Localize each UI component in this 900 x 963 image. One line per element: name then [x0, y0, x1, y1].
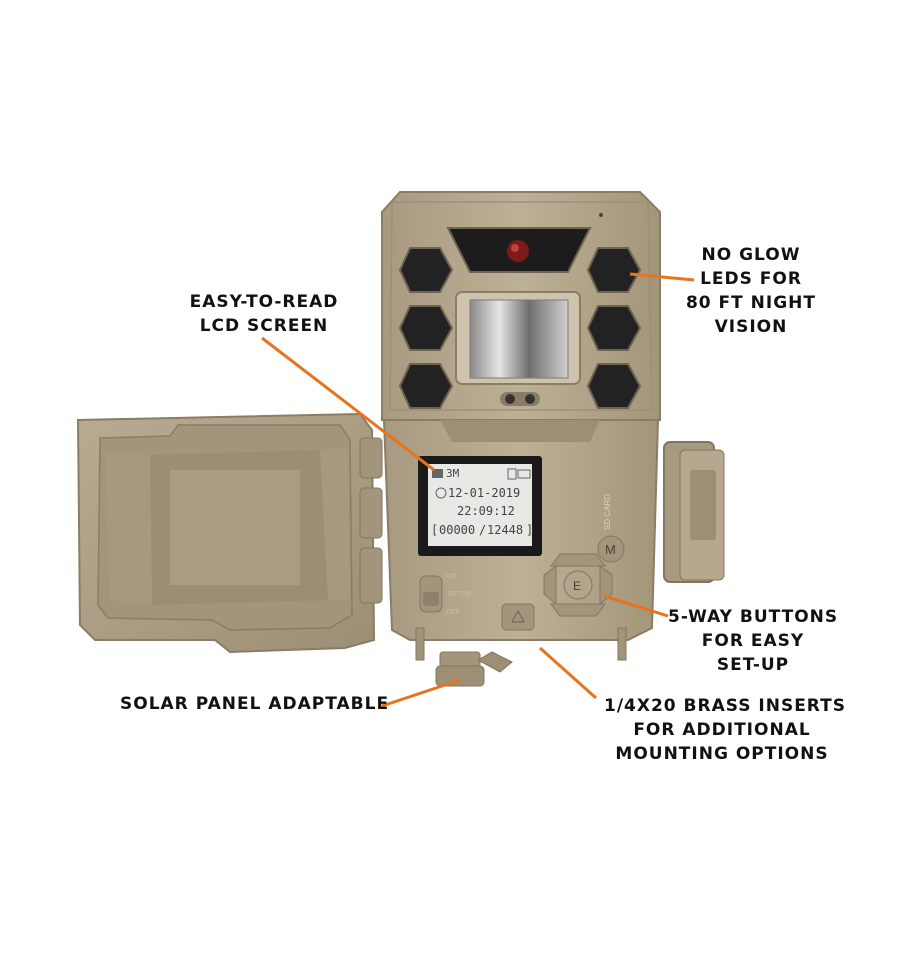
buttons-callout-line	[603, 594, 669, 618]
inserts-callout-label: 1/4X20 BRASS INSERTS FOR ADDITIONAL MOUN…	[604, 696, 846, 764]
switch-label-off: OFF	[446, 609, 460, 616]
svg-text:]: ]	[526, 523, 533, 537]
five-way-buttons[interactable]: E	[543, 553, 613, 617]
svg-text:M: M	[605, 542, 616, 557]
battery-icon	[517, 469, 531, 479]
camera-icon	[432, 469, 443, 478]
lcd-callout-label: EASY-TO-READ LCD SCREEN	[189, 292, 339, 336]
switch-label-setup: SETUP	[448, 591, 472, 598]
open-cover	[76, 412, 383, 654]
lcd-count-right: 12448	[487, 523, 523, 537]
solar-callout-line	[381, 678, 461, 708]
buttons-callout-label: 5-WAY BUTTONS FOR EASY SET-UP	[668, 607, 839, 675]
led-array-left	[398, 247, 454, 409]
menu-button[interactable]: M	[597, 535, 625, 563]
trigger-button[interactable]	[501, 603, 535, 631]
solar-callout-label: SOLAR PANEL ADAPTABLE	[120, 694, 390, 714]
up-button	[550, 553, 606, 567]
sd-card-icon	[507, 468, 517, 480]
led-array-right	[586, 247, 642, 409]
svg-text:E: E	[573, 579, 581, 593]
sd-card-label: SD CARD	[603, 494, 612, 530]
lcd-time: 22:09:12	[457, 504, 515, 518]
ir-window	[446, 213, 603, 273]
svg-text:/: /	[479, 523, 486, 537]
clock-icon	[435, 487, 447, 499]
lcd-callout-line	[261, 336, 435, 472]
led-callout-line	[629, 272, 695, 282]
lcd-mode: 3M	[446, 467, 460, 480]
brass-insert-mount	[435, 651, 513, 687]
pir-sensor-lens	[455, 291, 581, 406]
callout-lines	[261, 272, 695, 708]
svg-text:[: [	[431, 523, 438, 537]
switch-label-on: ON	[446, 573, 457, 580]
down-button	[550, 603, 606, 617]
right-button	[599, 565, 613, 606]
inserts-callout-line	[539, 646, 597, 700]
lcd-date: 12-01-2019	[448, 486, 520, 500]
enter-button	[563, 570, 593, 600]
lcd-count-left: 00000	[439, 523, 475, 537]
lcd-screen: 3M 12-01-2019 22:09:12 [ 00000 / 12448 ]	[418, 456, 542, 556]
led-callout-label: NO GLOW LEDS FOR 80 FT NIGHT VISION	[685, 245, 817, 337]
side-latch[interactable]	[663, 441, 725, 583]
power-switch[interactable]	[419, 575, 443, 613]
